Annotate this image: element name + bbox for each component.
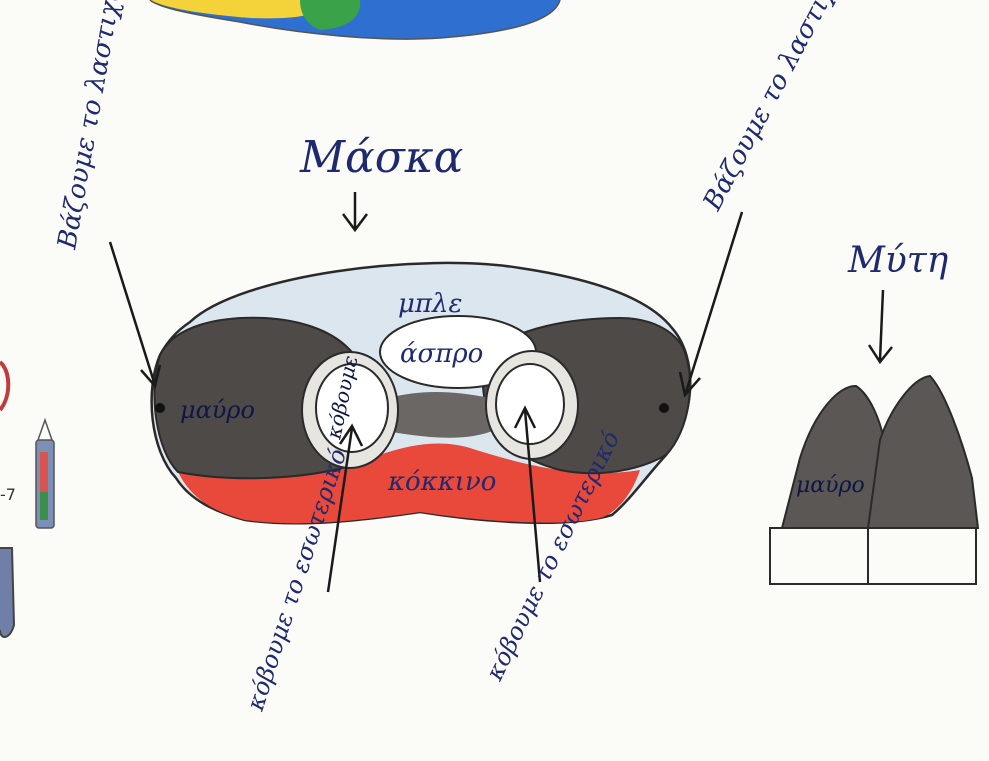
mask-title: Μάσκα <box>299 132 463 183</box>
left-elastic-hole <box>155 403 165 413</box>
arrow-left-elastic <box>110 242 160 386</box>
mask-color-left: μαύρο <box>180 396 255 424</box>
nose-right-flap <box>868 376 978 528</box>
right-eye-hole <box>496 364 564 444</box>
right-elastic-hole <box>659 403 669 413</box>
nose-color-label: μαύρο <box>796 473 865 498</box>
edge-arrow-mark: -7 <box>0 485 16 504</box>
left-edge-fragments: -7 <box>0 362 54 637</box>
mask-color-top: μπλε <box>398 289 462 319</box>
arrow-nose <box>869 290 892 362</box>
nose-left-flap <box>782 386 884 528</box>
nose-base <box>770 528 976 584</box>
nose-title: Μύτη <box>847 240 949 281</box>
mask-color-center: άσπρο <box>400 339 483 369</box>
right-elastic-label: Βάζουμε το λαστιχάκι <box>697 0 863 216</box>
left-elastic-label: Βάζουμε το λαστιχάκι <box>52 0 133 252</box>
arrow-title-to-mask <box>343 192 367 230</box>
top-painted-fragment <box>150 0 560 39</box>
mask-bridge <box>388 392 495 438</box>
mask-color-bottom: κόκκινο <box>387 467 496 497</box>
